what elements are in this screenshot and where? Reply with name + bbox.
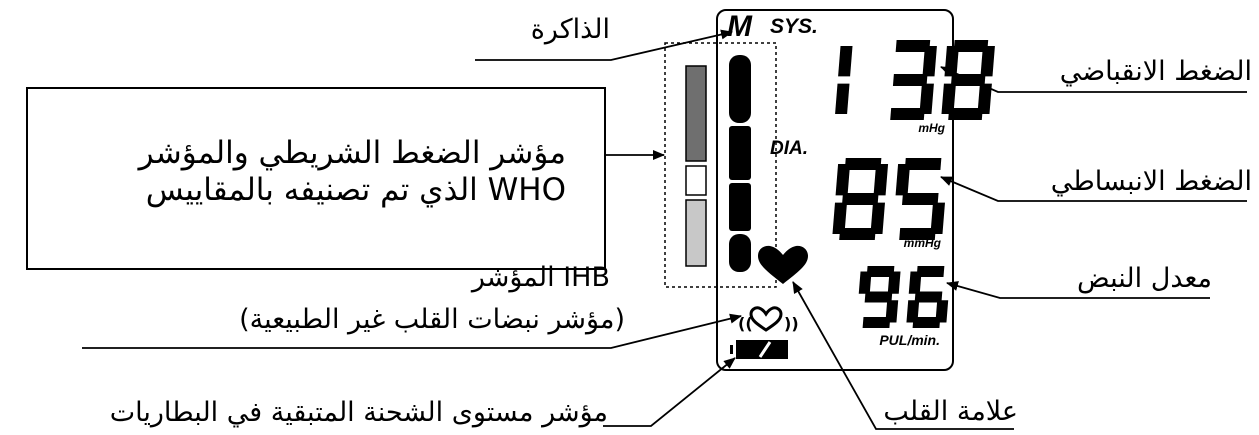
- segment-b: [922, 46, 937, 77]
- segment-d: [948, 108, 983, 120]
- segment-a: [953, 40, 989, 52]
- segment-f: [895, 164, 911, 196]
- segment-b: [838, 46, 853, 77]
- label-ihb-line2: (مؤشر نبضات القلب غير الطبيعية): [239, 304, 625, 335]
- segment-e: [906, 300, 920, 323]
- label-pulse-rate: معدل النبض: [1077, 263, 1212, 294]
- label-battery: مؤشر مستوى الشحنة المتبقية في البطاريات: [110, 397, 608, 428]
- label-systolic: الضغط الانقباضي: [1060, 56, 1252, 87]
- segment-c: [835, 83, 850, 114]
- memory-m-symbol: M: [727, 10, 753, 43]
- segment-c: [870, 202, 885, 234]
- segmented-pressure-bar: [729, 55, 751, 272]
- who-bar-light: [685, 199, 707, 267]
- lcd-frame: [716, 9, 954, 371]
- segment-a: [866, 266, 895, 277]
- segment-b: [887, 271, 901, 294]
- digit-8: [832, 158, 889, 240]
- segment-b: [873, 164, 889, 196]
- systolic-unit: mHg: [918, 121, 945, 135]
- segment-e: [832, 202, 847, 234]
- segment-f: [858, 271, 872, 294]
- ihb-heart-icon: (( )): [738, 306, 799, 333]
- who-bar-dark: [685, 65, 707, 162]
- battery-icon: [730, 340, 788, 359]
- segment-f: [908, 271, 922, 294]
- label-heart-symbol: علامة القلب: [883, 396, 1018, 427]
- pulse-unit: PUL/min.: [879, 332, 940, 348]
- segment-d: [912, 317, 941, 328]
- digit-9: [858, 266, 901, 328]
- segment-g: [864, 291, 893, 303]
- leader-lines: [82, 29, 1247, 430]
- dia-label: DIA.: [770, 138, 808, 159]
- digit-8: [941, 40, 995, 120]
- segment-c: [930, 202, 945, 234]
- bar-indicator-description-box: [26, 87, 606, 270]
- diastolic-unit: mmHg: [904, 236, 942, 250]
- segment-a: [895, 40, 931, 52]
- segment-b: [980, 46, 995, 77]
- segment-d: [899, 228, 936, 240]
- pulse-digits: [858, 266, 949, 328]
- sys-label: SYS.: [770, 15, 818, 38]
- segment-c: [977, 83, 992, 114]
- label-ihb-line1: المؤشر IHB: [470, 262, 610, 293]
- segment-c: [935, 300, 949, 323]
- segment-a: [904, 158, 942, 170]
- segment-c: [919, 83, 934, 114]
- segment-a: [916, 266, 945, 277]
- diastolic-digits: [832, 158, 945, 240]
- segment-g: [914, 291, 943, 303]
- label-memory: الذاكرة: [531, 14, 610, 45]
- label-diastolic: الضغط الانبساطي: [1051, 166, 1252, 197]
- segment-g: [842, 193, 879, 205]
- heart-icon: [758, 245, 808, 284]
- svg-text:)): )): [784, 314, 799, 333]
- segment-e: [941, 83, 956, 114]
- segment-a: [844, 158, 882, 170]
- segment-d: [890, 108, 925, 120]
- segment-f: [835, 164, 851, 196]
- segment-g: [892, 74, 928, 86]
- digit-3: [890, 40, 937, 120]
- digit-6: [906, 266, 949, 328]
- who-bar-white: [685, 165, 707, 196]
- digit-1: [835, 46, 853, 114]
- segment-d: [839, 228, 876, 240]
- label-bar-indicator-line2: الذي تم تصنيفه بالمقاييس WHO: [146, 172, 566, 208]
- segment-d: [862, 317, 891, 328]
- segment-c: [885, 300, 899, 323]
- bar-indicator-dotted-area: [664, 42, 777, 288]
- segment-g: [902, 193, 939, 205]
- label-bar-indicator-line1: مؤشر الضغط الشريطي والمؤشر: [137, 135, 566, 171]
- digit-5: [895, 158, 945, 240]
